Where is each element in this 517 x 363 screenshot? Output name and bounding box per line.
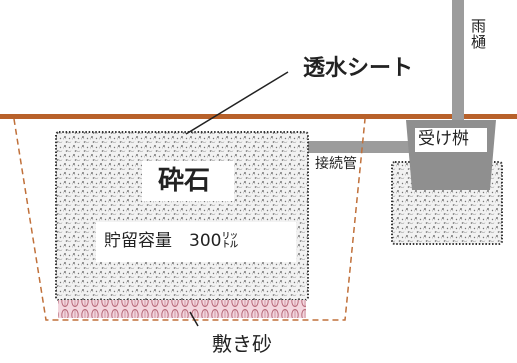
sand-leader-line [189, 311, 199, 327]
sheet-leader-line [185, 71, 289, 135]
connection-pipe-label: 接続管 [313, 156, 359, 172]
catch-basin-label-bg [415, 128, 487, 152]
trench-outline [13, 118, 366, 321]
gravel-label: 砕石 [158, 166, 211, 196]
bedding-sand-label: 敷き砂 [212, 332, 272, 356]
ground-line [0, 114, 517, 119]
gravel-block [55, 131, 309, 301]
downpipe [452, 0, 464, 128]
bedding-sand-strip [58, 300, 306, 318]
catch-basin-label: 受け桝 [418, 129, 469, 149]
sheet-label: 透水シート [303, 56, 414, 81]
gravel-label-bg [142, 161, 234, 201]
storage-capacity-label: 貯留容量 300㍑ [104, 231, 239, 251]
downpipe-label: 雨樋 [469, 18, 487, 50]
connection-pipe [303, 141, 413, 153]
storage-label-bg [96, 222, 296, 262]
